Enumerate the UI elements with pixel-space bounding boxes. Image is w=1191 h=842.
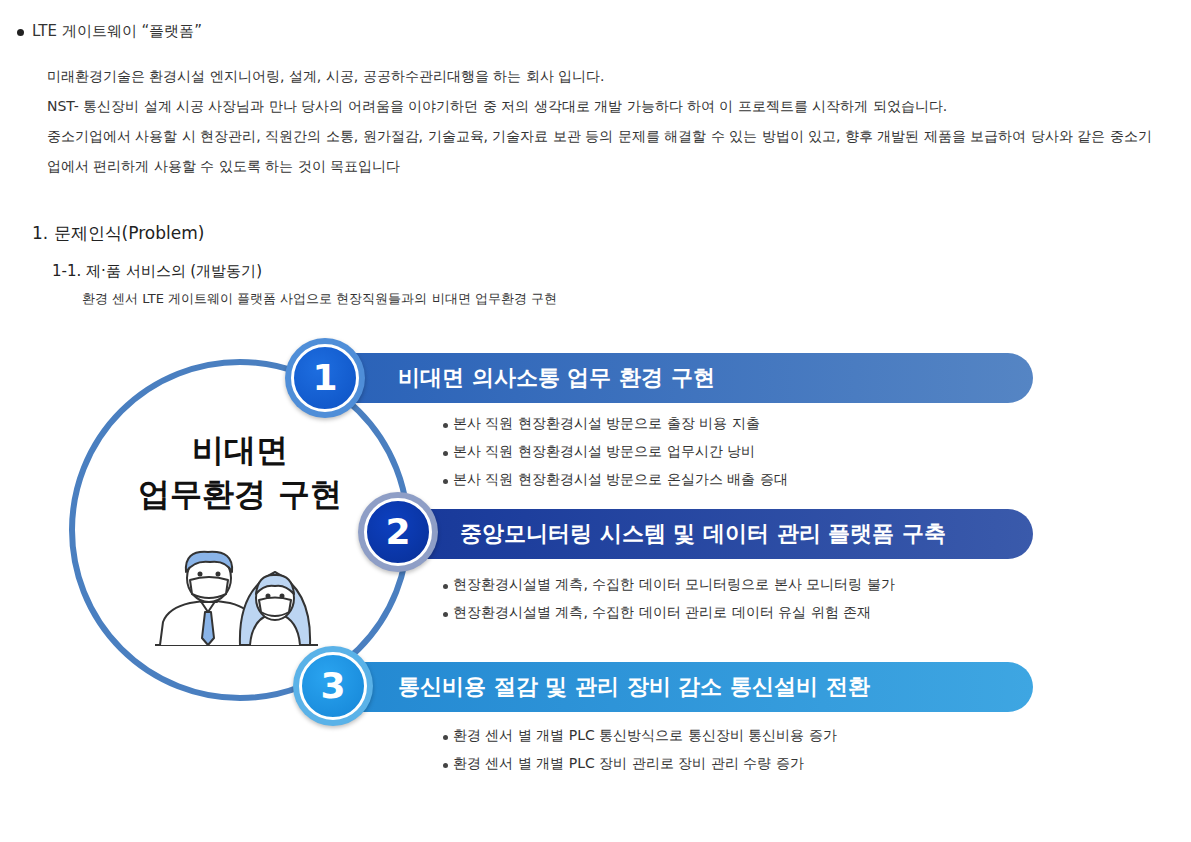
- bullet-dot: [443, 451, 448, 456]
- callout-number: 3: [293, 646, 373, 726]
- title-band: 중앙모니터링 시스템 및 데이터 관리 플랫폼 구축: [415, 509, 1033, 559]
- people-illustration: [155, 552, 318, 645]
- number-circle: 1: [285, 338, 365, 418]
- callout-number: 1: [285, 338, 365, 418]
- number-circle: 2: [358, 492, 438, 572]
- bullet-text: 본사 직원 현장환경시설 방문으로 온실가스 배출 증대: [453, 471, 788, 489]
- node-title: 비대면 업무환경 구현: [128, 428, 352, 516]
- bullet-dot: [443, 584, 448, 589]
- bullet-text: 환경 센서 별 개별 PLC 통신방식으로 통신장비 통신비용 증가: [453, 727, 837, 745]
- bullet-text: 본사 직원 현장환경시설 방문으로 출장 비용 지출: [453, 415, 760, 433]
- paragraph-line: 중소기업에서 사용할 시 현장관리, 직원간의 소통, 원가절감, 기술교육, …: [47, 121, 1157, 181]
- node-title: 통신비용 절감 및 관리 장비 감소 통신설비 전환: [398, 662, 870, 712]
- bullet-text: 현장환경시설별 계측, 수집한 데이터 모니터링으로 본사 모니터링 불가: [453, 576, 895, 594]
- bullet-text: 환경 센서 별 개별 PLC 장비 관리로 장비 관리 수량 증가: [453, 755, 804, 773]
- title-bullet: [17, 29, 24, 36]
- title-band: 비대면 의사소통 업무 환경 구현: [340, 353, 1033, 403]
- heading-text: 환경 센서 LTE 게이트웨이 플랫폼 사업으로 현장직원들과의 비대면 업무환…: [82, 290, 557, 308]
- bullet-dot: [443, 735, 448, 740]
- node-title: 비대면 의사소통 업무 환경 구현: [398, 353, 715, 403]
- title: LTE 게이트웨이 “플랫폼”: [32, 22, 202, 41]
- bullet-dot: [443, 612, 448, 617]
- callout-number: 2: [358, 492, 438, 572]
- heading-text: 1-1. 제·품 서비스의 (개발동기): [52, 262, 262, 281]
- paragraph-line: 미래환경기술은 환경시설 엔지니어링, 설계, 시공, 공공하수관리대행을 하는…: [47, 68, 604, 86]
- bullet-dot: [443, 423, 448, 428]
- number-circle: 3: [293, 646, 373, 726]
- paragraph-line: NST- 통신장비 설계 시공 사장님과 만나 당사의 어려움을 이야기하던 중…: [47, 98, 947, 116]
- bullet-text: 현장환경시설별 계측, 수집한 데이터 관리로 데이터 유실 위험 존재: [453, 604, 871, 622]
- title-band: 통신비용 절감 및 관리 장비 감소 통신설비 전환: [355, 662, 1033, 712]
- node-title: 중앙모니터링 시스템 및 데이터 관리 플랫폼 구축: [460, 509, 946, 559]
- bullet-dot: [443, 479, 448, 484]
- bullet-text: 본사 직원 현장환경시설 방문으로 업무시간 낭비: [453, 443, 755, 461]
- bullet-dot: [443, 763, 448, 768]
- heading-text: 1. 문제인식(Problem): [32, 222, 204, 245]
